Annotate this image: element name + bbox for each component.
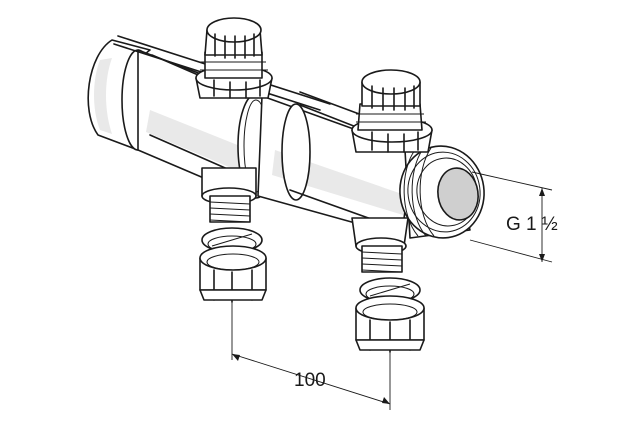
thread-size-label: G 1 ½ — [506, 214, 558, 235]
threaded-outlet — [399, 145, 485, 239]
outlet-fitting-left — [199, 167, 267, 303]
spacing-label: 100 — [294, 370, 326, 391]
valve-cap-right — [351, 69, 433, 153]
outlet-fitting-right — [351, 217, 425, 353]
valve-cap-left — [195, 17, 273, 99]
spacing-dimension: 100 — [231, 302, 391, 410]
thread-dimension: G 1 ½ — [469, 171, 558, 263]
